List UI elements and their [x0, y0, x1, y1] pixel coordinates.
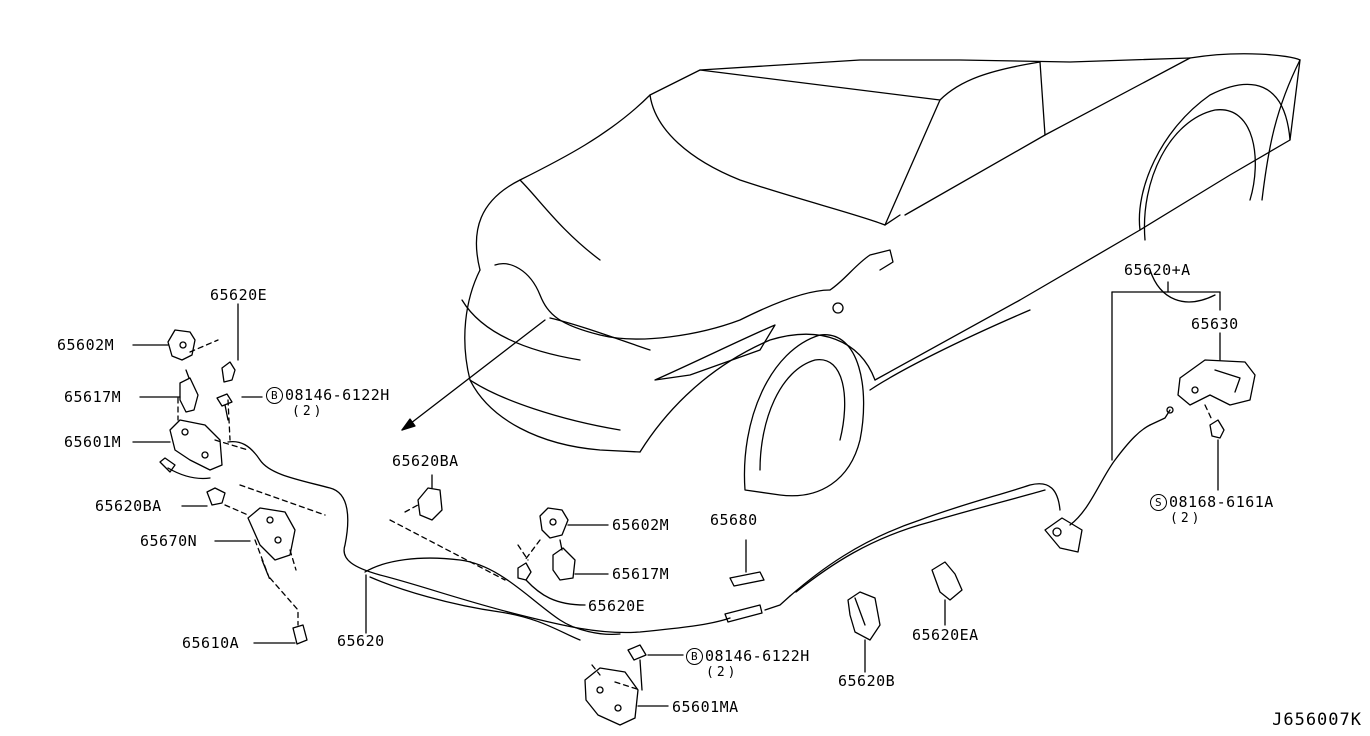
- label-65601M: 65601M: [64, 433, 122, 451]
- bolt-symbol-icon: B: [266, 387, 283, 404]
- direction-arrow: [401, 319, 546, 431]
- label-bolt-left-qty: (2): [292, 404, 325, 419]
- label-65620E-mid: 65620E: [588, 597, 646, 615]
- bolt-left-part-number: 08146-6122H: [285, 386, 390, 404]
- label-bolt-mid-qty: (2): [706, 665, 739, 680]
- label-65620B: 65620B: [838, 672, 896, 690]
- label-65602M-mid: 65602M: [612, 516, 670, 534]
- label-65601MA: 65601MA: [672, 698, 739, 716]
- label-65680: 65680: [710, 511, 758, 529]
- label-65670N: 65670N: [140, 532, 198, 550]
- release-cable: [227, 406, 1174, 641]
- left-lock-assembly: [132, 303, 326, 645]
- label-65602M-left: 65602M: [57, 336, 115, 354]
- label-65620BA-left: 65620BA: [95, 497, 162, 515]
- diagram-code: J656007K: [1272, 710, 1362, 730]
- label-65630: 65630: [1191, 315, 1239, 333]
- bolt-symbol-icon: B: [686, 648, 703, 665]
- label-65620BA-mid: 65620BA: [392, 452, 459, 470]
- label-65620EA: 65620EA: [912, 626, 979, 644]
- label-65617M-left: 65617M: [64, 388, 122, 406]
- label-screw-qty: (2): [1170, 511, 1203, 526]
- screw-part-number: 08168-6161A: [1169, 493, 1274, 511]
- label-65617M-mid: 65617M: [612, 565, 670, 583]
- label-65620: 65620: [337, 632, 385, 650]
- release-handle-assembly: [1111, 281, 1256, 491]
- label-65620A: 65620+A: [1124, 261, 1191, 279]
- middle-parts: [389, 474, 963, 726]
- label-65620E-top: 65620E: [210, 286, 268, 304]
- screw-symbol-icon: S: [1150, 494, 1167, 511]
- bolt-mid-part-number: 08146-6122H: [705, 647, 810, 665]
- label-65610A: 65610A: [182, 634, 240, 652]
- vehicle-outline: [461, 53, 1301, 497]
